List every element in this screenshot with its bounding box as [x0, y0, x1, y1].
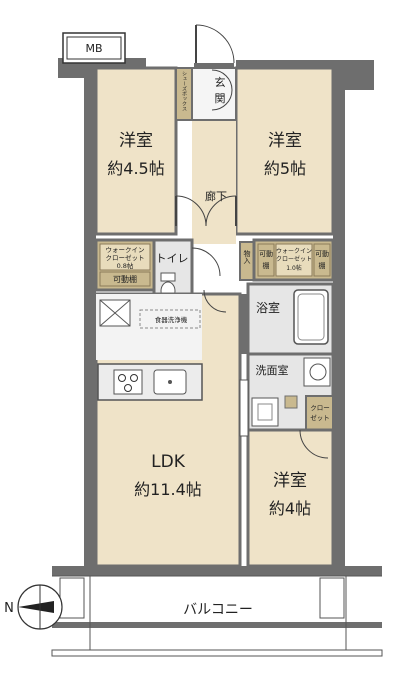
- wic-right-name1: ウォークイン: [276, 247, 312, 255]
- mb-box: [62, 32, 126, 64]
- entrance-door: [194, 24, 235, 67]
- yoshitsu-left-name: 洋室: [119, 131, 153, 151]
- kadodana-right-a1: 可動: [259, 249, 273, 258]
- yoshitsu-right-name: 洋室: [268, 131, 302, 151]
- floor-yoshitsu-bottom: [246, 428, 335, 568]
- balcony: [51, 575, 383, 657]
- ldk-size: 約11.4帖: [134, 480, 202, 499]
- wic-left-name2: クローゼット: [106, 253, 145, 262]
- wic-left-size: 0.8帖: [117, 261, 134, 270]
- yokushitsu-label: 浴室: [256, 300, 280, 315]
- compass-north-label: N: [4, 601, 14, 616]
- closet-label-2: ゼット: [310, 413, 330, 422]
- senmenshitsu-label: 洗面室: [256, 363, 289, 377]
- dishwasher-area: [139, 309, 201, 329]
- interior-doors: [175, 69, 329, 459]
- kadodana-left-label: 可動棚: [113, 274, 137, 284]
- dishwasher-label: 食器洗浄機: [155, 315, 188, 324]
- floor-roka: [192, 120, 236, 244]
- outer-walls: [52, 58, 382, 576]
- closet-label-1: クロー: [310, 404, 330, 412]
- shoes-box-label: シューズボックス: [181, 71, 187, 111]
- floor-yoshitsu-left: [94, 66, 178, 236]
- roka-label: 廊下: [205, 189, 227, 203]
- wic-right-name2: クローゼット: [276, 255, 312, 263]
- kadodana-right-a2: 棚: [263, 261, 270, 270]
- monoire-label: 物入: [243, 249, 251, 264]
- mb-label: MB: [85, 42, 102, 55]
- floor-yoshitsu-right: [234, 66, 335, 236]
- ldk-name: LDK: [151, 452, 186, 472]
- compass: [17, 584, 63, 630]
- yoshitsu-bottom-size: 約4帖: [269, 499, 311, 518]
- kadodana-right-b1: 可動: [315, 249, 329, 258]
- yoshitsu-right-size: 約5帖: [264, 159, 306, 178]
- balcony-label: バルコニー: [183, 602, 253, 618]
- toilet-label: トイレ: [156, 252, 189, 265]
- yoshitsu-left-size: 約4.5帖: [107, 159, 164, 178]
- closet-washroom: [305, 395, 334, 431]
- genkan-label-1: 玄: [215, 75, 226, 89]
- yoshitsu-bottom-name: 洋室: [273, 471, 307, 491]
- kadodana-right-b2: 棚: [319, 261, 326, 270]
- wic-left-name1: ウォークイン: [106, 246, 145, 254]
- wic-right-size: 1.0帖: [286, 264, 302, 272]
- genkan-label-2: 関: [215, 92, 226, 105]
